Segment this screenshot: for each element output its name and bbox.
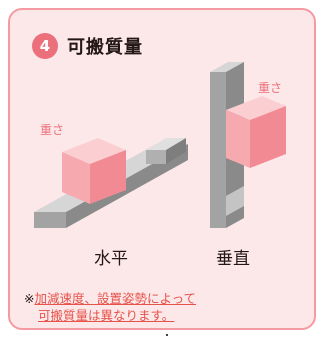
footnote: ※加減速度、設置姿勢によって 可搬質量は異なります。: [24, 290, 196, 324]
number-badge: 4: [32, 33, 58, 59]
footnote-mark: ※: [24, 291, 35, 306]
vertical-weight-label: 重さ: [258, 81, 283, 95]
horizontal-weight-label: 重さ: [40, 123, 65, 137]
card-header: 4 可搬質量: [32, 33, 143, 59]
horizontal-label: 水平: [94, 249, 128, 269]
footnote-line-2: 可搬質量は異なります。: [38, 308, 175, 323]
footnote-line-1: 加減速度、設置姿勢によって: [34, 291, 196, 306]
card-title: 可搬質量: [67, 37, 143, 58]
bottom-dot: [166, 334, 168, 336]
vertical-label: 垂直: [216, 249, 250, 269]
vertical-rail: [210, 62, 244, 228]
vertical-payload-cube: [226, 96, 286, 168]
horizontal-payload-cube: [62, 138, 126, 204]
